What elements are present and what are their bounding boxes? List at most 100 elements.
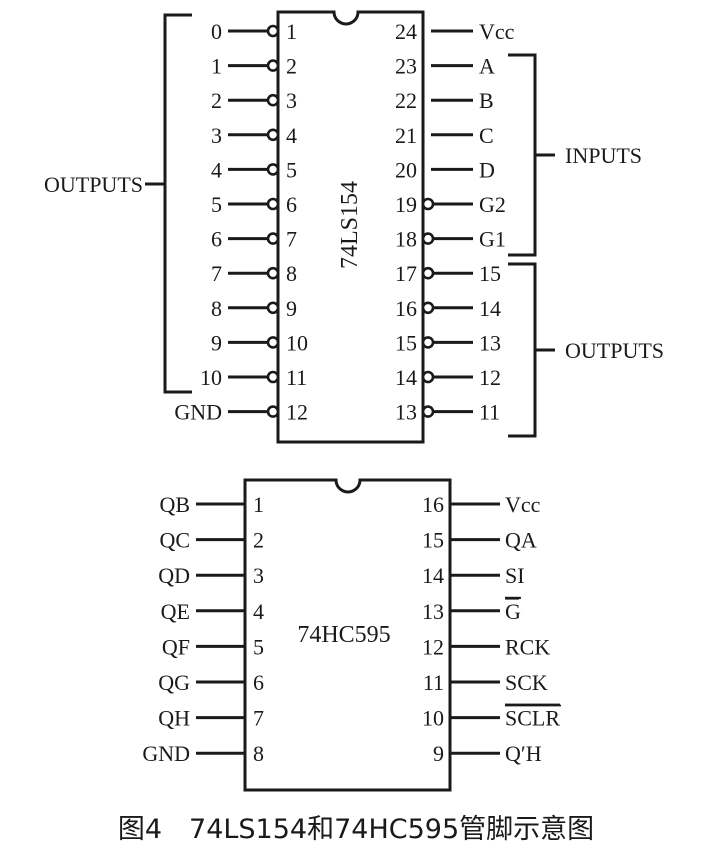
group-label-right-outputs: OUTPUTS (565, 338, 664, 363)
pin-14: 12 14 (395, 365, 501, 390)
pin-label: 13 (479, 330, 501, 355)
pin-number: 8 (286, 261, 297, 286)
inversion-bubble (266, 370, 280, 384)
pin-number: 12 (422, 634, 444, 659)
inversion-bubble (266, 197, 280, 211)
group-label-left-outputs: OUTPUTS (44, 172, 143, 197)
pin-label: 2 (211, 88, 222, 113)
pin-label: QF (162, 634, 190, 659)
pin-number: 14 (395, 365, 417, 390)
pin-number: 11 (286, 365, 307, 390)
pin-number: 4 (253, 599, 264, 624)
inversion-bubble (266, 232, 280, 245)
pin-22: B22 (395, 88, 494, 113)
pin-number: 10 (286, 330, 308, 355)
bracket-left-outputs (145, 13, 192, 394)
pin-number: 7 (253, 706, 264, 731)
pin-number: 23 (395, 54, 417, 79)
pin-label: 7 (211, 261, 222, 286)
figure-caption: 图4 74LS154和74HC595管脚示意图 (118, 814, 594, 845)
pin-label: RCK (505, 634, 550, 659)
pin-label: 4 (211, 157, 222, 182)
pin-number: 7 (286, 227, 297, 252)
pin-number: 15 (395, 330, 417, 355)
pin-label: A (479, 54, 495, 79)
pin-number: 18 (395, 227, 417, 252)
pin-label: QD (158, 563, 190, 588)
pin-number: 1 (286, 19, 297, 44)
pin-number: 20 (395, 157, 417, 182)
bracket-right-inputs (508, 53, 555, 257)
pin-number: 9 (433, 741, 444, 766)
pin-13: G13 (422, 597, 521, 624)
inversion-bubble (421, 301, 435, 315)
pin-label: SCK (505, 670, 548, 695)
chip-74hc595-name: 74HC595 (297, 622, 390, 648)
inversion-bubble (266, 128, 280, 142)
inversion-bubble (266, 59, 280, 72)
inversion-bubble (266, 336, 280, 349)
pin-label: QH (158, 706, 190, 731)
pin-18: G1 18 (395, 227, 506, 252)
pin-7: QH 7 (158, 706, 264, 731)
pin-label: QA (505, 528, 537, 553)
pin-label: G1 (479, 227, 506, 252)
pin-21: C21 (395, 123, 494, 148)
pin-label: 3 (211, 123, 222, 148)
inversion-bubble (421, 370, 435, 384)
pin-number: 24 (395, 19, 417, 44)
pin-label: Vcc (505, 492, 541, 517)
chip-74hc595-body (243, 478, 452, 792)
pin-number: 6 (286, 192, 297, 217)
pin-label: 8 (211, 296, 222, 321)
pin-label: 6 (211, 227, 222, 252)
pin-23: A 23 (395, 54, 495, 79)
pin-label: 11 (479, 400, 500, 425)
pin-number: 1 (253, 492, 264, 517)
pin-number: 5 (286, 157, 297, 182)
pin-number: 16 (422, 492, 444, 517)
pin-9: Q′H 9 (433, 741, 542, 766)
pin-number: 19 (395, 192, 417, 217)
pin-label: Q′H (505, 741, 542, 766)
pin-20: D 20 (395, 157, 495, 182)
pin-number: 2 (286, 54, 297, 79)
pin-label: D (479, 157, 495, 182)
pin-3: QD 3 (158, 563, 264, 588)
group-label-right-inputs: INPUTS (565, 143, 642, 168)
chip-74ls154-body (276, 10, 425, 444)
pin-label: 0 (211, 19, 222, 44)
pin-number: 2 (253, 528, 264, 553)
pin-label: 12 (479, 365, 501, 390)
pin-number: 3 (286, 88, 297, 113)
pin-label: QG (158, 670, 190, 695)
pin-label: G (505, 599, 521, 624)
pin-19: G2 19 (395, 192, 506, 217)
inversion-bubble (266, 24, 280, 38)
pin-number: 3 (253, 563, 264, 588)
inversion-bubble (421, 405, 435, 418)
pin-number: 17 (395, 261, 417, 286)
pin-label: SCLR (505, 706, 560, 731)
pin-label: G2 (479, 192, 506, 217)
